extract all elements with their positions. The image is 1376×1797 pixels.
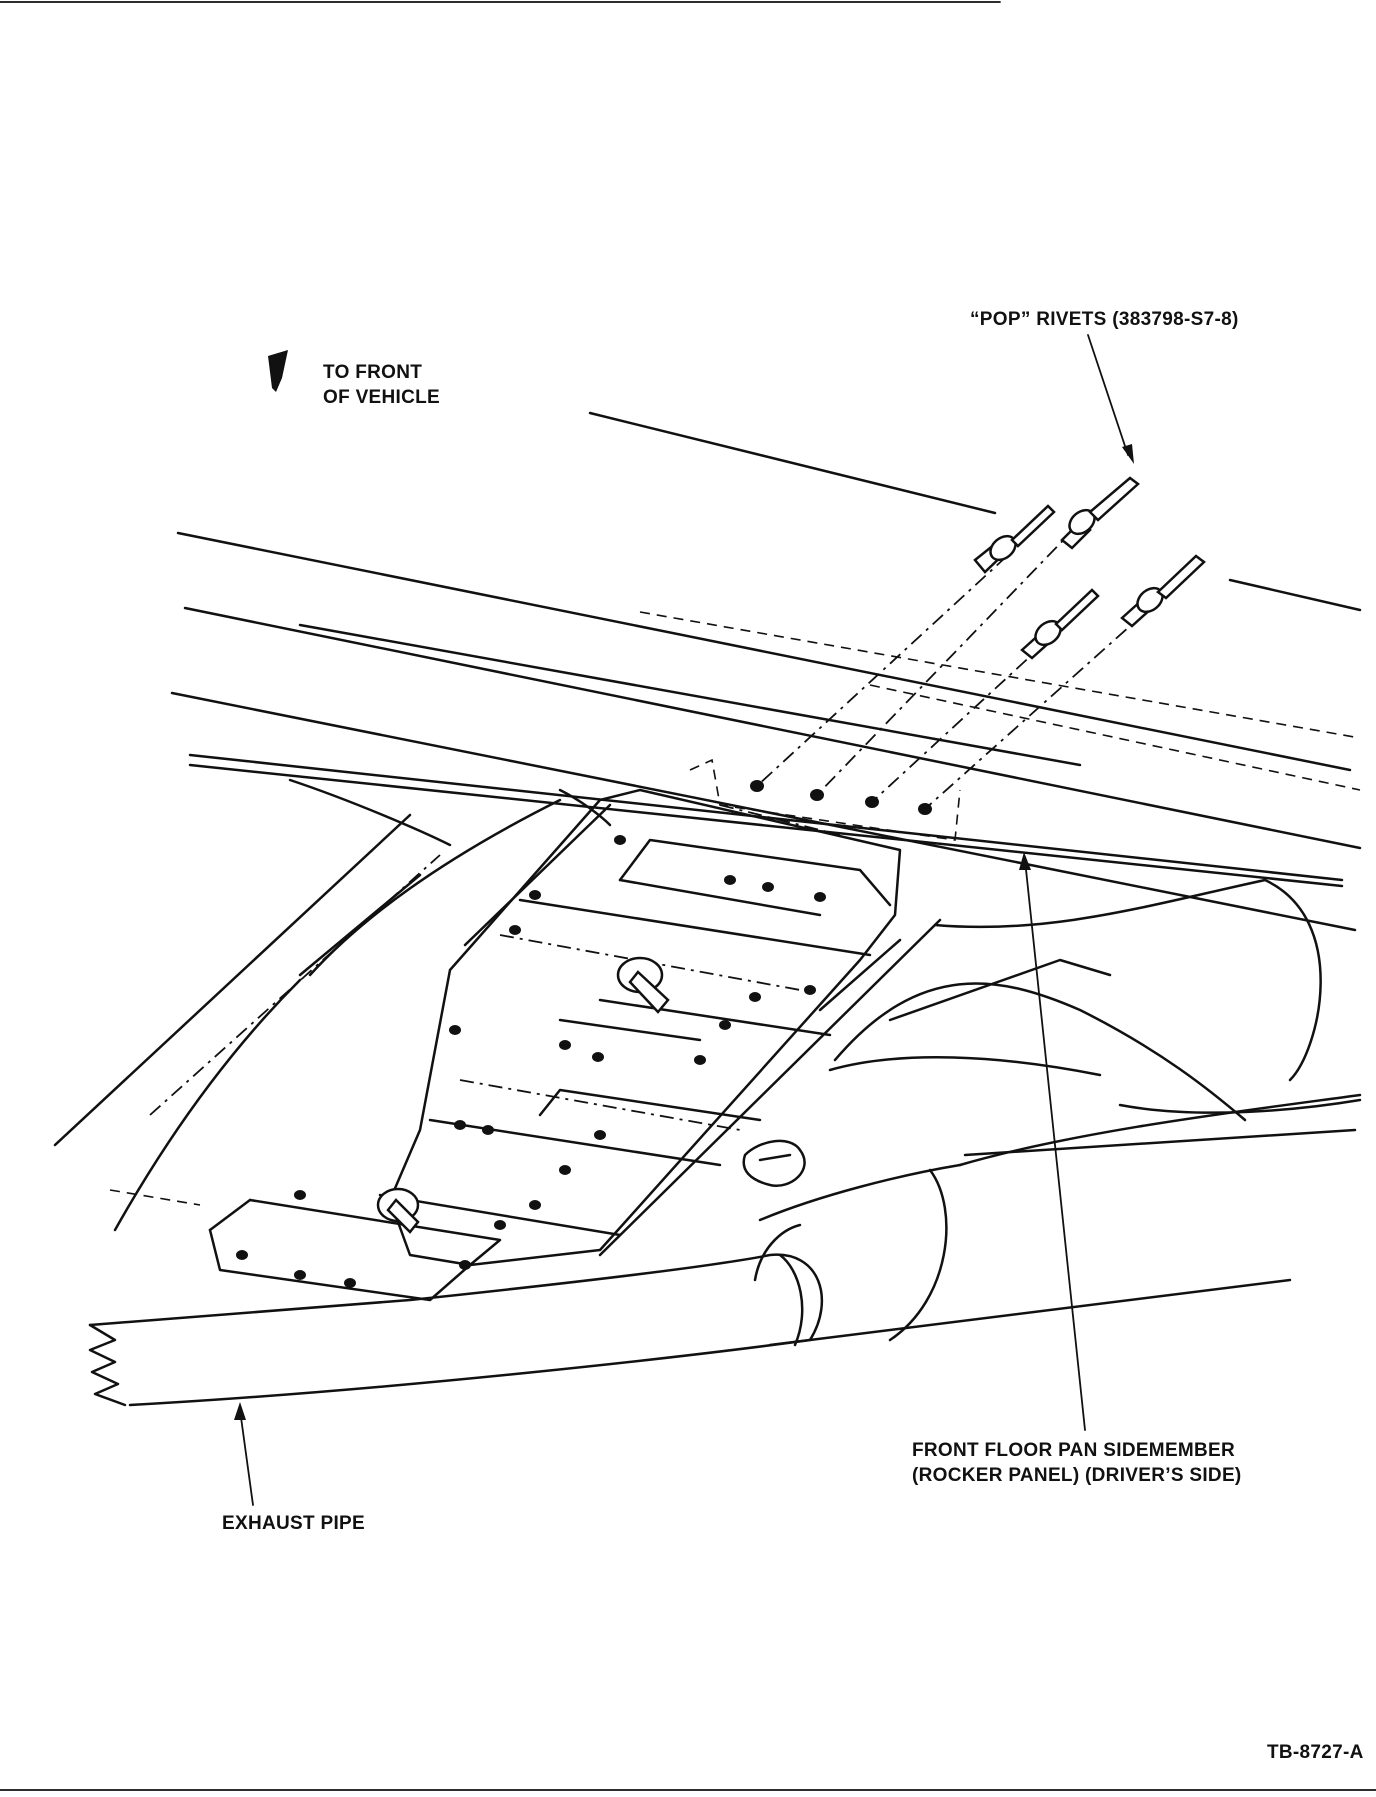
pop-rivet-4 xyxy=(924,554,1206,810)
pop-rivet-2 xyxy=(816,476,1140,796)
pop-rivet-3 xyxy=(871,588,1100,803)
pop-rivets-label: “POP” RIVETS (383798-S7-8) xyxy=(970,309,1239,330)
rivet-holes xyxy=(689,758,961,841)
floor-pan-bracket xyxy=(208,788,942,1302)
figure-id-label: TB-8727-A xyxy=(1267,1742,1364,1763)
left-body-lines xyxy=(53,798,562,1232)
leader-lines xyxy=(234,334,1134,1506)
mounting-studs xyxy=(376,956,670,1234)
front-direction-arrow-icon xyxy=(268,350,288,392)
bracket-holes xyxy=(236,835,826,1288)
sidemember-label-line1: FRONT FLOOR PAN SIDEMEMBER xyxy=(912,1440,1236,1461)
exhaust-pipe xyxy=(88,1253,824,1407)
exhaust-pipe-label: EXHAUST PIPE xyxy=(222,1513,365,1534)
rocker-panel xyxy=(188,753,1344,888)
pop-rivet-1 xyxy=(756,504,1056,787)
to-front-label-line2: OF VEHICLE xyxy=(323,387,441,408)
sidemember-label-line2: (ROCKER PANEL) (DRIVER’S SIDE) xyxy=(912,1465,1242,1486)
upper-body-lines xyxy=(170,411,1362,932)
right-body-panel xyxy=(742,878,1362,1347)
to-front-label-line1: TO FRONT xyxy=(323,362,423,383)
